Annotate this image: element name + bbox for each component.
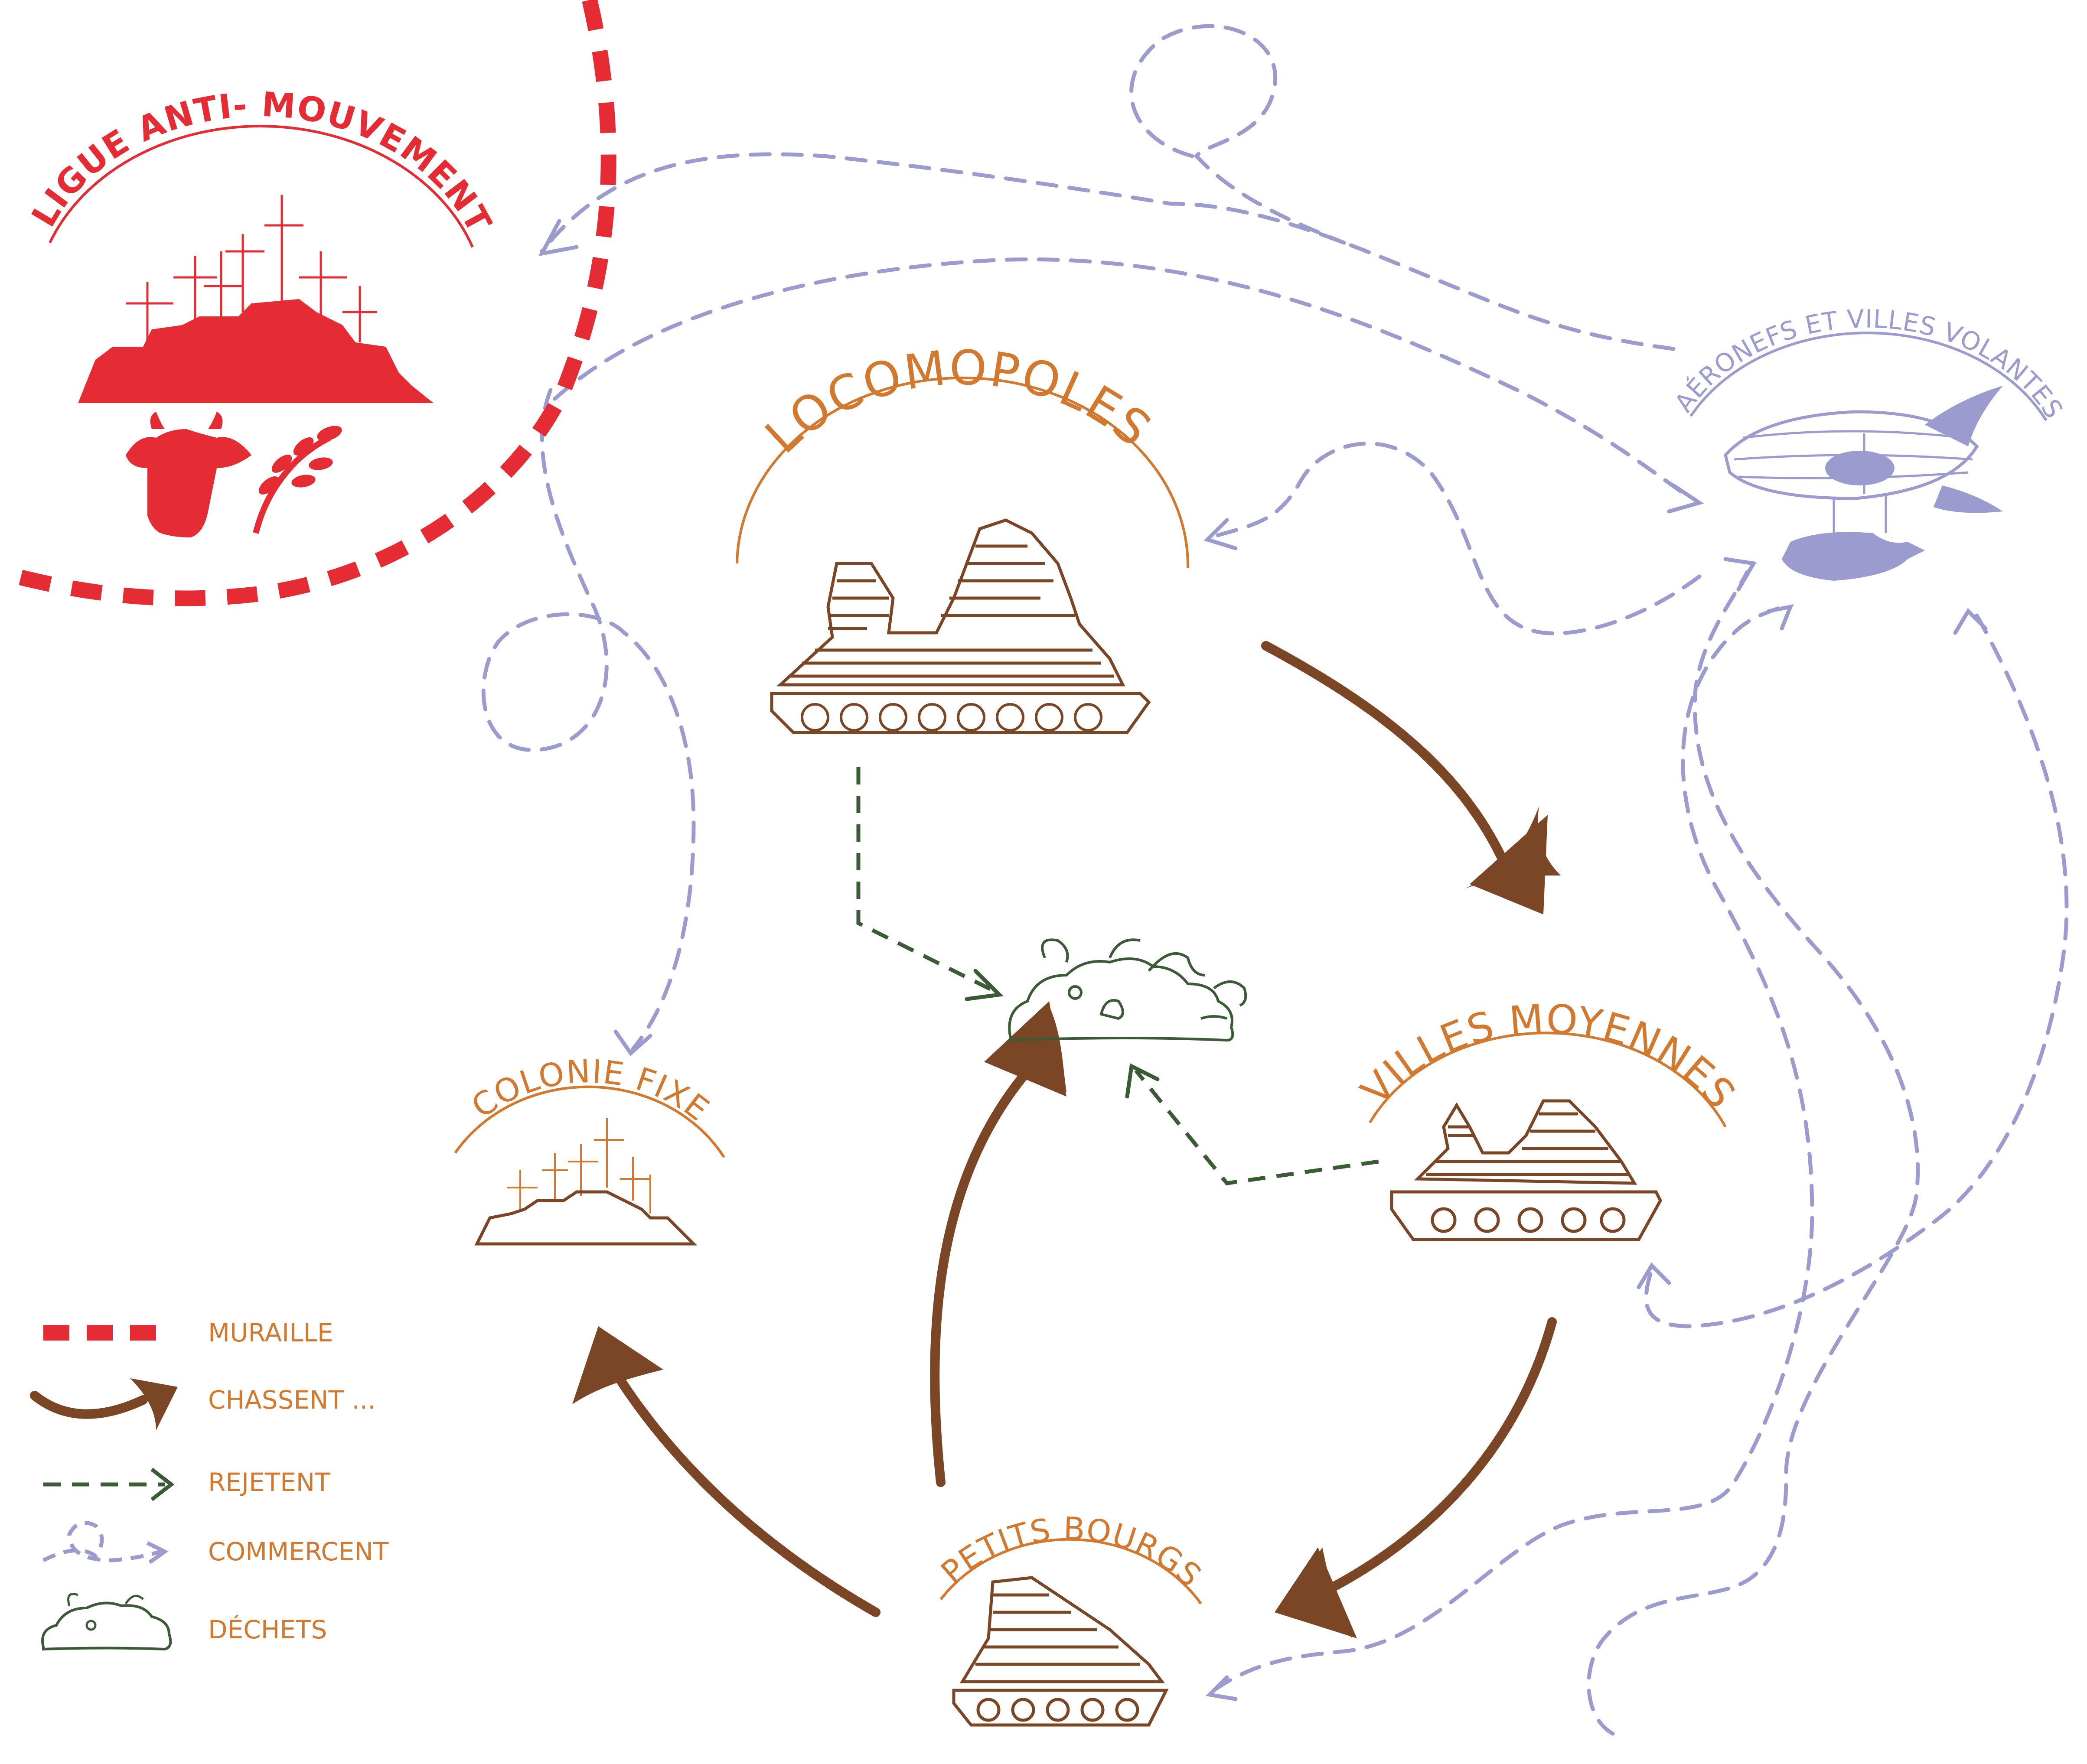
node-colonie: COLONIE FIXE xyxy=(454,1053,725,1246)
trade-route-anti-aero xyxy=(553,257,1693,501)
chase-loco-to-villes xyxy=(1261,641,1518,889)
chase-arrows xyxy=(593,641,1557,1617)
lilac-loop-arrow-icon xyxy=(42,1520,161,1562)
airship-fin-top xyxy=(1925,386,2003,446)
legend-item-waste: DÉCHETS xyxy=(41,1593,327,1651)
trade-route-aero-villes xyxy=(1644,613,2069,1328)
trade-routes xyxy=(481,24,2069,1736)
trade-arrowhead-aero-right xyxy=(1953,608,1988,635)
node-bourgs: PETITS BOURGS xyxy=(934,1510,1209,1727)
trade-route-aero-loco xyxy=(1207,441,1702,635)
airship-fin-bottom xyxy=(1934,485,2003,513)
cow-head-icon xyxy=(126,412,251,537)
loco-wheels xyxy=(801,703,1102,732)
legend-label-trade: COMMERCENT xyxy=(208,1537,389,1566)
colonie-city-icon xyxy=(474,1190,698,1246)
anti-arc xyxy=(49,125,474,248)
airship-gondola xyxy=(1782,532,1925,581)
aero-title: AÉRONEFS ET VILLES VOLANTES xyxy=(1669,304,2069,423)
node-anti: LIGUE ANTI- MOUVEMENT xyxy=(24,85,499,537)
loco-arc xyxy=(736,376,1190,568)
node-aero: AÉRONEFS ET VILLES VOLANTES xyxy=(1669,304,2069,581)
trade-arrowhead-anti-top xyxy=(538,219,579,257)
legend-item-trade: COMMERCENT xyxy=(42,1520,389,1566)
bourgs-title: PETITS BOURGS xyxy=(934,1510,1209,1594)
trade-route-loop-top xyxy=(1129,24,1346,245)
chase-head-villes xyxy=(1465,806,1561,915)
wheat-icon xyxy=(253,426,342,534)
trade-route-aero-to-anti xyxy=(540,152,1676,351)
legend-label-reject: REJETENT xyxy=(208,1468,330,1497)
villes-city-icon xyxy=(1390,1099,1662,1241)
colonie-arc xyxy=(454,1085,725,1158)
waste-pile-icon xyxy=(41,1601,172,1651)
trade-arrowhead-aero-bottom2 xyxy=(1767,604,1794,631)
chase-bourgs-to-colonie xyxy=(593,1339,880,1617)
chase-arrowheads xyxy=(572,806,1561,1638)
anti-title: LIGUE ANTI- MOUVEMENT xyxy=(24,85,499,239)
bourgs-city-icon xyxy=(952,1576,1169,1727)
reject-villes-to-waste xyxy=(1134,1069,1379,1185)
legend-label-wall: MURAILLE xyxy=(208,1318,333,1347)
loco-title: LOCOMOPOLES xyxy=(755,340,1162,464)
airship-icon xyxy=(1724,386,2003,581)
waste-pile-icon xyxy=(1008,957,1234,1042)
chase-bourgs-to-waste xyxy=(930,1061,1037,1487)
reject-arrowheads xyxy=(965,969,1160,1099)
loco-city-icon xyxy=(770,518,1151,734)
reject-arrows xyxy=(856,767,1379,1185)
trade-arrowhead-aero-bottom xyxy=(1723,557,1757,592)
legend: MURAILLE CHASSENT ... REJETENT COMMERCEN… xyxy=(30,1318,389,1651)
node-loco: LOCOMOPOLES xyxy=(736,340,1190,734)
airship-envelope xyxy=(1724,410,1979,500)
villes-arc xyxy=(1369,1032,1727,1128)
trade-route-left-loop xyxy=(481,388,696,1051)
chase-villes-to-bourgs xyxy=(1313,1317,1557,1600)
legend-item-wall: MURAILLE xyxy=(43,1318,333,1347)
trade-arrowhead-loco xyxy=(1203,518,1238,550)
legend-item-reject: REJETENT xyxy=(43,1468,330,1501)
anti-antennas xyxy=(126,195,377,347)
node-villes: VILLES MOYENNES xyxy=(1352,996,1744,1241)
trade-arrowhead-colonie xyxy=(613,1029,652,1056)
chase-head-colonie xyxy=(572,1326,663,1404)
trade-arrowheads xyxy=(538,219,1988,1701)
aero-arc xyxy=(1689,332,2048,421)
reject-loco-to-waste xyxy=(856,767,998,995)
airship-fish xyxy=(1825,451,1895,485)
colonie-antennas xyxy=(507,1118,651,1214)
muraille-wall xyxy=(0,0,616,606)
trade-arrowhead-aero xyxy=(1667,483,1704,514)
reject-head-loco xyxy=(965,969,1004,1001)
legend-label-waste: DÉCHETS xyxy=(208,1614,327,1644)
brown-arrow-icon xyxy=(30,1391,148,1419)
trade-arrowhead-bourgs xyxy=(1205,1675,1238,1701)
chase-head-waste xyxy=(984,1001,1066,1097)
trade-arrowhead-villes xyxy=(1637,1262,1671,1289)
reject-head-villes xyxy=(1125,1063,1160,1099)
node-waste xyxy=(1008,938,1247,1042)
anti-city-silhouette xyxy=(78,299,434,403)
bourgs-arc xyxy=(939,1538,1202,1605)
chase-head-bourgs xyxy=(1275,1547,1357,1638)
colonie-title: COLONIE FIXE xyxy=(465,1053,716,1129)
legend-label-chase: CHASSENT ... xyxy=(208,1385,376,1415)
legend-item-chase: CHASSENT ... xyxy=(30,1378,376,1430)
trade-route-bourgs-right xyxy=(1587,570,1920,1736)
